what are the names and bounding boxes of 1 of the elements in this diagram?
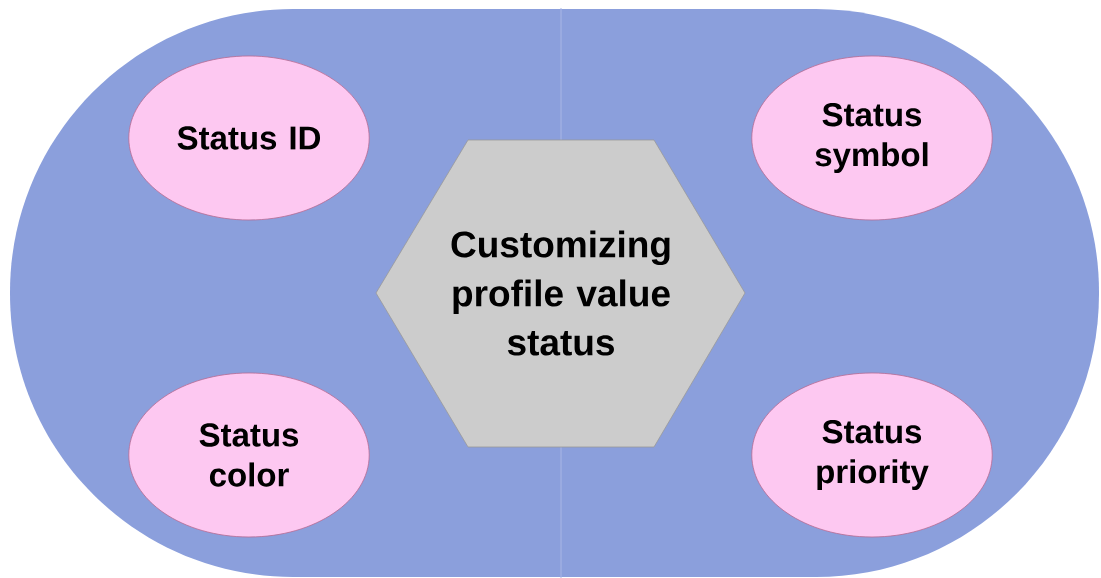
hexagon: Customizing profile value status [375,139,746,448]
